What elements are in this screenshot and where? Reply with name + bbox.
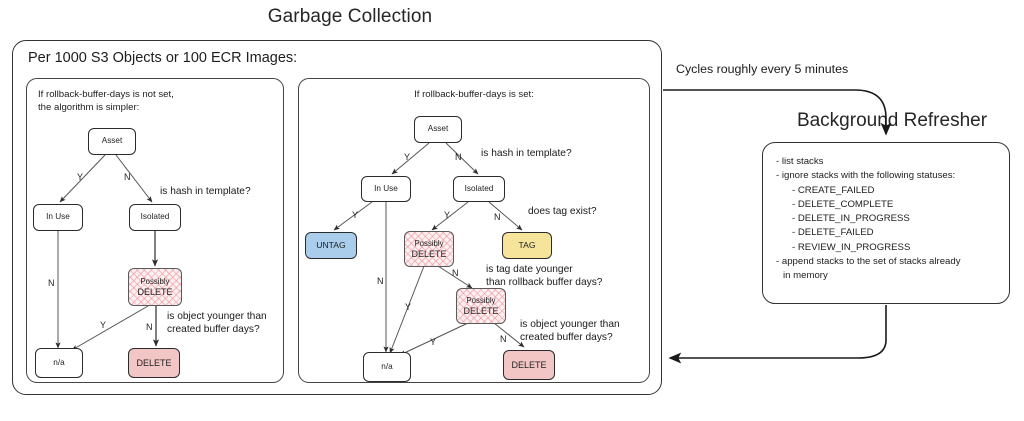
- right-tag-label: TAG: [518, 240, 536, 251]
- right-in-use-label: In Use: [374, 183, 398, 193]
- right-edge-label-asset-n: N: [455, 152, 462, 162]
- right-edge-label-asset-y: Y: [404, 152, 411, 162]
- left-edge-label-inuse-n: N: [48, 278, 55, 288]
- right-na-label: n/a: [381, 361, 393, 371]
- refresher-steps-list: - list stacks - ignore stacks with the fo…: [776, 155, 996, 284]
- left-question-object-younger: is object younger than created buffer da…: [167, 310, 267, 336]
- refresher-line: - DELETE_COMPLETE: [792, 198, 894, 210]
- refresher-line: in memory: [783, 270, 828, 282]
- refresher-line: - append stacks to the set of stacks alr…: [776, 256, 961, 268]
- right-possibly-b-label2: DELETE: [463, 306, 499, 316]
- left-possibly-delete-label: DELETE: [137, 287, 173, 297]
- left-question-object-younger-line2: created buffer days?: [167, 324, 260, 335]
- right-possibly-b-label1: Possibly: [466, 295, 496, 305]
- left-node-na[interactable]: n/a: [35, 348, 83, 378]
- right-question-hash-in-template: is hash in template?: [481, 148, 572, 159]
- background-refresher-title: Background Refresher: [796, 110, 988, 131]
- right-question-tag-date: is tag date younger than rollback buffer…: [486, 263, 602, 289]
- left-node-possibly-delete[interactable]: Possibly DELETE: [128, 268, 182, 306]
- right-question-object-younger: is object younger than created buffer da…: [520, 318, 620, 344]
- right-node-possibly-delete-object[interactable]: Possibly DELETE: [456, 288, 506, 324]
- refresher-line: - DELETE_FAILED: [792, 227, 874, 239]
- left-edge-label-asset-y: Y: [77, 172, 84, 182]
- right-edge-label-isolated-y: Y: [444, 210, 451, 220]
- refresher-line: - ignore stacks with the following statu…: [776, 170, 956, 182]
- background-refresher-panel: - list stacks - ignore stacks with the fo…: [762, 142, 1010, 304]
- left-edge-label-possibly-n: N: [146, 322, 153, 332]
- right-node-untag[interactable]: UNTAG: [305, 232, 357, 259]
- left-question-object-younger-line1: is object younger than: [167, 311, 267, 322]
- right-node-na[interactable]: n/a: [363, 352, 411, 382]
- right-question-object-younger-line2: created buffer days?: [520, 332, 613, 343]
- cycles-label: Cycles roughly every 5 minutes: [676, 62, 849, 76]
- refresher-line: - list stacks: [776, 156, 824, 167]
- left-isolated-label: Isolated: [140, 212, 170, 222]
- left-na-label: n/a: [53, 357, 65, 367]
- right-edge-label-inuse-y: Y: [352, 210, 359, 220]
- right-edge-label-isolated-n: N: [494, 212, 501, 222]
- rollback-buffer-panel: [298, 78, 650, 383]
- page-title: Garbage Collection: [267, 6, 433, 27]
- left-edge-label-possibly-y: Y: [100, 320, 107, 330]
- right-node-tag[interactable]: TAG: [502, 232, 552, 259]
- right-possibly-a-label2: DELETE: [411, 249, 447, 259]
- left-caption-line2: the algorithm is simpler:: [38, 102, 140, 113]
- right-node-possibly-delete-tag[interactable]: Possibly DELETE: [404, 231, 454, 267]
- right-question-tag-date-line1: is tag date younger: [486, 264, 573, 275]
- right-isolated-label: Isolated: [464, 183, 494, 193]
- refresher-line: - REVIEW_IN_PROGRESS: [792, 241, 911, 253]
- right-node-isolated[interactable]: Isolated: [453, 176, 505, 202]
- right-question-object-younger-line1: is object younger than: [520, 319, 620, 330]
- left-asset-label: Asset: [101, 136, 123, 146]
- left-panel-caption: If rollback-buffer-days is not set, the …: [38, 88, 174, 114]
- right-node-asset[interactable]: Asset: [414, 116, 462, 143]
- refresher-line: - CREATE_FAILED: [792, 184, 875, 196]
- left-question-hash-in-template: is hash in template?: [160, 186, 251, 197]
- left-possibly-label: Possibly: [140, 276, 170, 286]
- right-edge-label-possibly-b-n: N: [500, 334, 507, 344]
- left-caption-line1: If rollback-buffer-days is not set,: [38, 89, 174, 100]
- right-edge-label-possibly-a-y: Y: [405, 302, 412, 312]
- left-node-isolated[interactable]: Isolated: [129, 204, 181, 231]
- right-question-tag-date-line2: than rollback buffer days?: [486, 277, 603, 288]
- left-node-asset[interactable]: Asset: [88, 128, 136, 155]
- cycles-arrow-out: [668, 305, 887, 364]
- right-edge-label-inuse-n: N: [377, 276, 384, 286]
- left-node-delete[interactable]: DELETE: [128, 348, 180, 378]
- right-edge-label-possibly-a-n: N: [452, 268, 459, 278]
- refresher-line: - DELETE_IN_PROGRESS: [792, 213, 910, 225]
- right-panel-caption: If rollback-buffer-days is set:: [414, 89, 534, 100]
- right-question-does-tag-exist: does tag exist?: [528, 206, 597, 217]
- right-node-delete[interactable]: DELETE: [503, 350, 555, 380]
- right-edge-label-possibly-b-y: Y: [430, 337, 437, 347]
- left-in-use-label: In Use: [46, 212, 70, 222]
- left-node-in-use[interactable]: In Use: [33, 204, 83, 231]
- right-possibly-a-label1: Possibly: [414, 238, 444, 248]
- outer-panel-label: Per 1000 S3 Objects or 100 ECR Images:: [28, 50, 298, 66]
- right-node-in-use[interactable]: In Use: [361, 176, 411, 202]
- left-delete-label: DELETE: [136, 357, 172, 368]
- left-edge-label-asset-n: N: [124, 172, 131, 182]
- right-asset-label: Asset: [427, 124, 449, 134]
- right-untag-label: UNTAG: [316, 240, 346, 251]
- right-delete-label: DELETE: [511, 359, 547, 370]
